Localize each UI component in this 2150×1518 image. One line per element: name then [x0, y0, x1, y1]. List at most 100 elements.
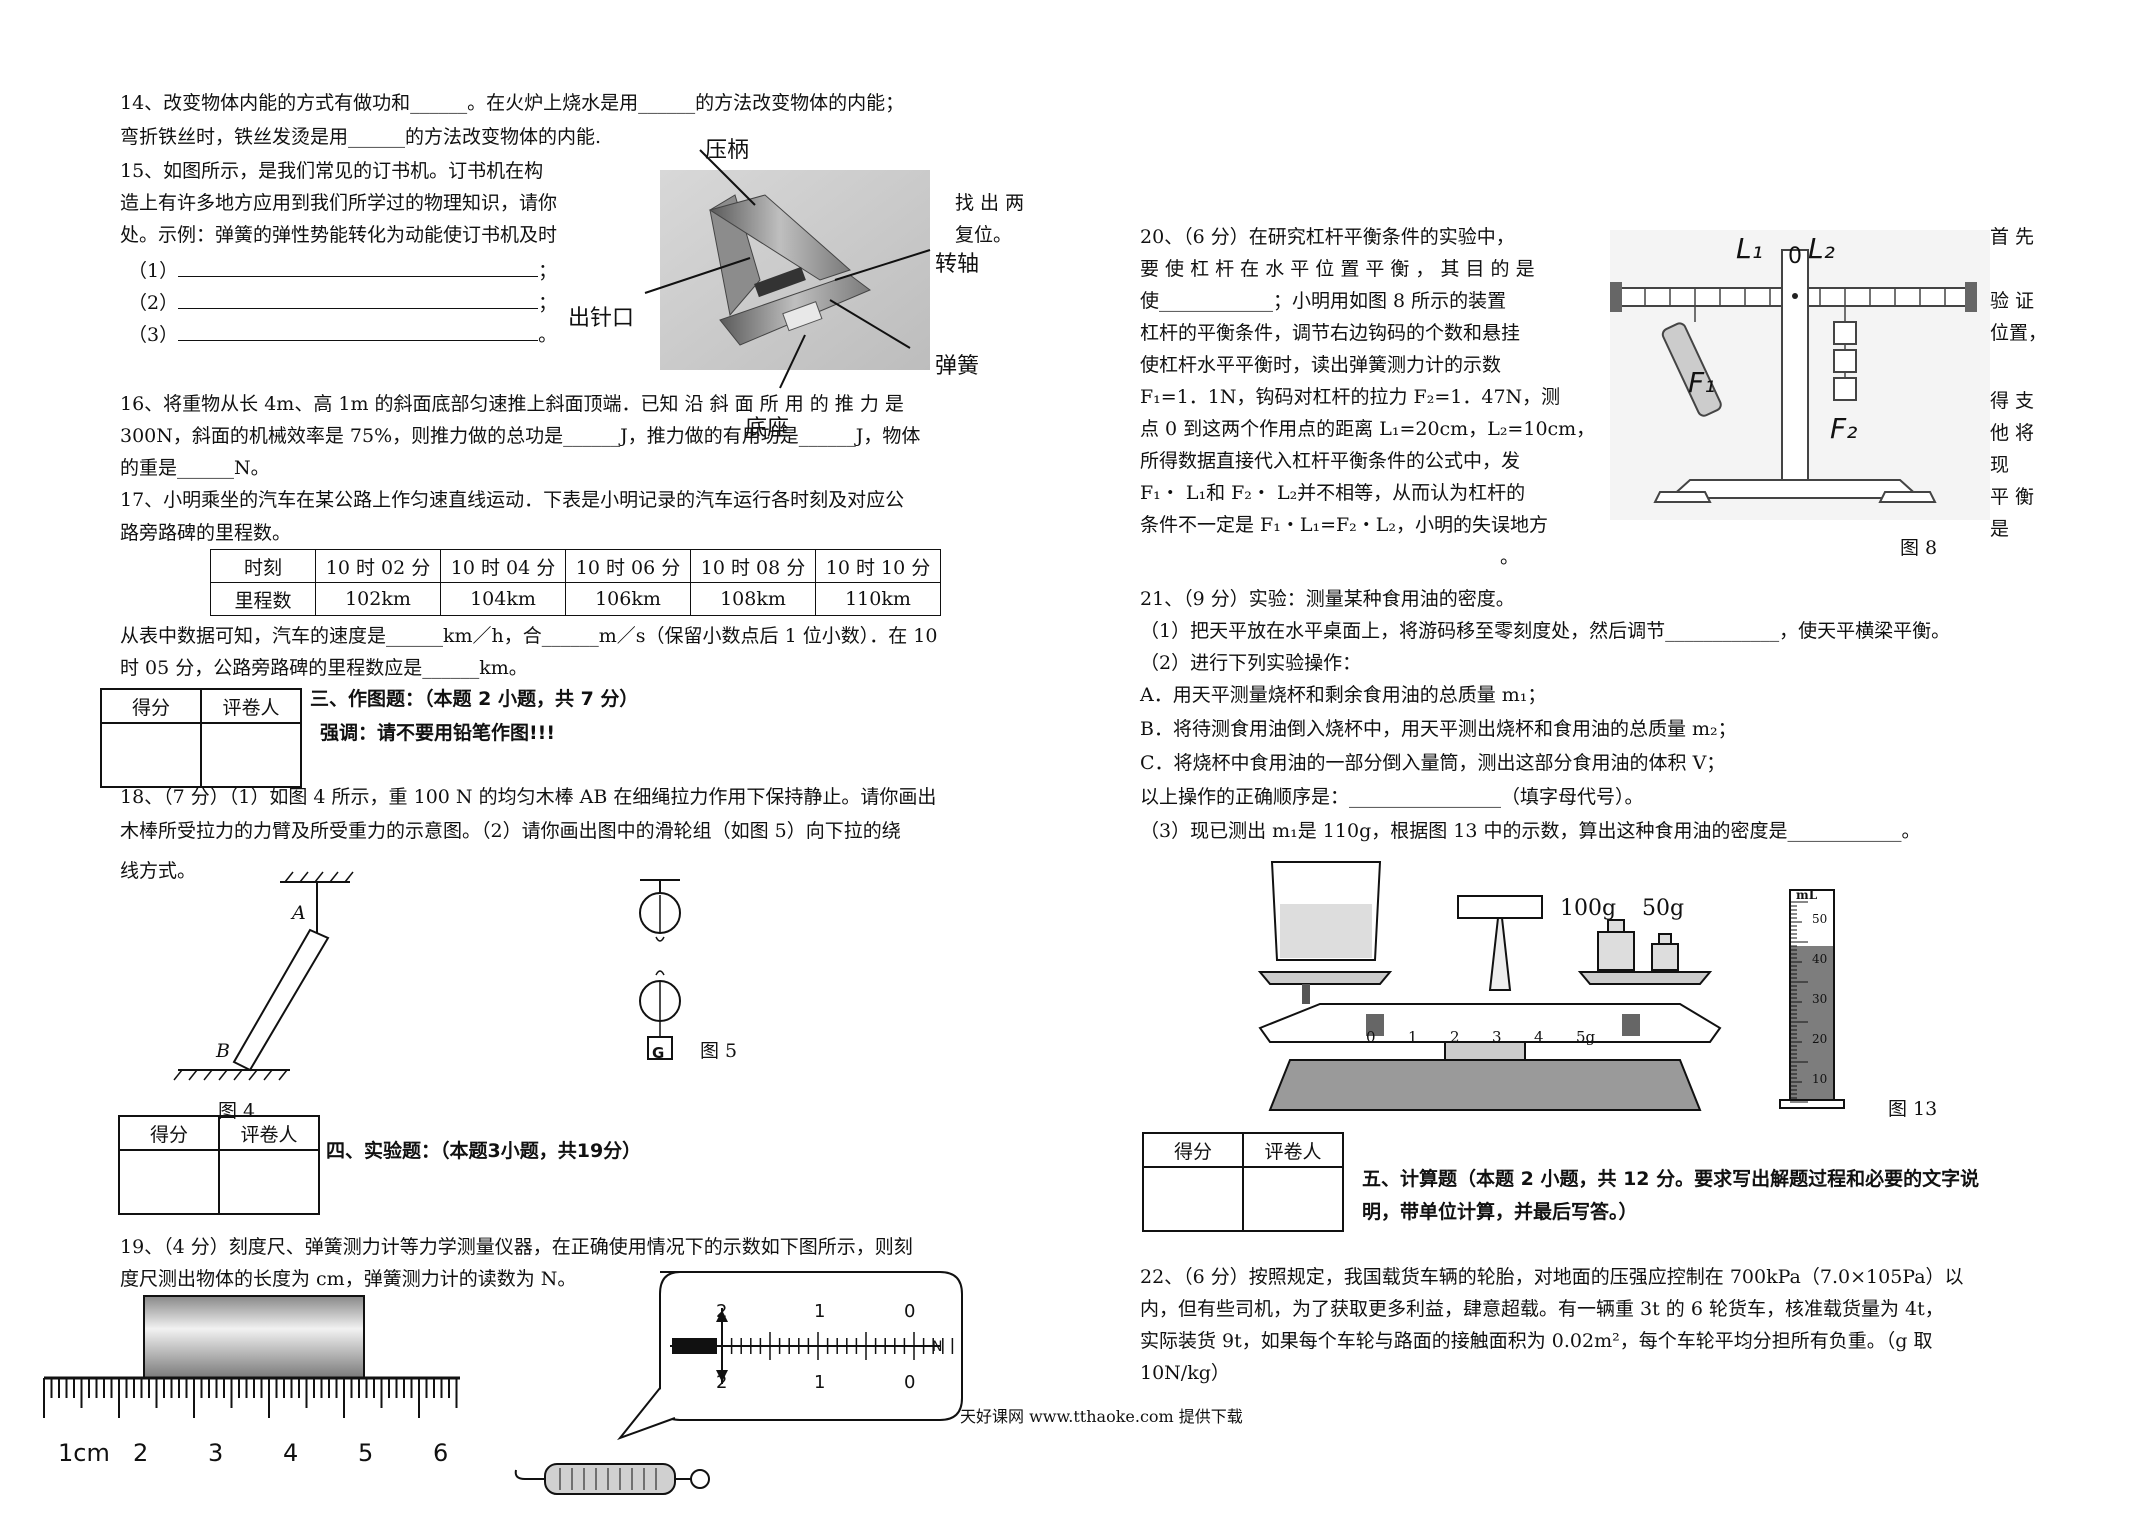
label-spring: 弹簧: [935, 354, 980, 379]
q20-right-5: 现: [1990, 454, 2010, 476]
meter-bottom-1: 1: [814, 1372, 826, 1393]
grader-cell[interactable]: [1242, 1166, 1344, 1232]
ruler-label-6: 6: [433, 1439, 449, 1467]
q15-item3: （3）。: [128, 320, 557, 350]
cyl-40: 40: [1812, 952, 1828, 966]
q22-line2: 内，但有些司机，为了获取更多利益，肆意超载。有一辆重 3t 的 6 轮货车，核准…: [1140, 1298, 1944, 1320]
q16-line3: 的重是______N。: [120, 457, 270, 479]
fig8-l1: L₁: [1736, 232, 1763, 265]
label-outlet: 出针口: [568, 306, 635, 331]
meter-bottom-0: 0: [904, 1372, 916, 1393]
table-cell: 102km: [315, 582, 441, 616]
q21-order: 以上操作的正确顺序是：________________（填字母代号）。: [1140, 786, 1644, 808]
q18-line1: 18、（7 分）（1）如图 4 所示，重 100 N 的均匀木棒 AB 在细绳拉…: [120, 786, 937, 808]
grader-label: 评卷人: [218, 1115, 320, 1151]
meter-top-1: 1: [814, 1301, 826, 1322]
table-header-row: 时刻 10 时 02 分 10 时 04 分 10 时 06 分 10 时 08…: [210, 549, 941, 583]
q18-line2: 木棒所受拉力的力臂及所受重力的示意图。（2）请你画出图中的滑轮组（如图 5）向下…: [120, 820, 901, 842]
grader-label: 评卷人: [1242, 1132, 1344, 1168]
q20-line6: F₁=1．1N，钩码对杠杆的拉力 F₂=1．47N，测: [1140, 386, 1561, 408]
fig8-lever-diagram: [1610, 230, 1990, 520]
q20-line3: 使____________；小明用如图 8 所示的装置: [1140, 290, 1507, 312]
score-cell[interactable]: [1142, 1166, 1244, 1232]
q14-line1: 14、改变物体内能的方式有做功和______。在火炉上烧水是用______的方法…: [120, 92, 905, 114]
label-base: 底座: [745, 416, 790, 441]
cyl-10: 10: [1812, 1072, 1828, 1086]
q15-right1: 找 出 两: [955, 192, 1025, 214]
sec4-title: 四、实验题：（本题3小题，共19分）: [326, 1140, 642, 1162]
q19-line2: 度尺测出物体的长度为 cm，弹簧测力计的读数为 N。: [120, 1268, 577, 1290]
graduated-cylinder: [1779, 889, 1845, 1109]
q21-line2: （1）把天平放在水平桌面上，将游码移至零刻度处，然后调节____________…: [1140, 620, 1951, 642]
q21-lineA: A．用天平测量烧杯和剩余食用油的总质量 m₁；: [1140, 684, 1547, 706]
score-label: 得分: [118, 1115, 220, 1151]
q20-line4: 杠杆的平衡条件，调节右边钩码的个数和悬挂: [1140, 322, 1521, 344]
cyl-30: 30: [1812, 992, 1828, 1006]
q18-line3: 线方式。: [120, 860, 197, 882]
fig8-zero: 0: [1788, 244, 1802, 269]
meter-top-2: 2: [716, 1301, 728, 1322]
table-cell: 106km: [565, 582, 691, 616]
score-label: 得分: [100, 688, 202, 724]
stapler-figure: [644, 149, 931, 389]
sec3-title: 三、作图题：（本题 2 小题，共 7 分）: [310, 688, 639, 710]
label-pivot: 转轴: [935, 252, 980, 277]
weight-50g: 50g: [1642, 896, 1685, 921]
q20-line7: 点 0 到这两个作用点的距离 L₁=20cm，L₂=10cm，: [1140, 418, 1596, 440]
q16-line1: 16、将重物从长 4m、高 1m 的斜面底部匀速推上斜面顶端．已知 沿 斜 面 …: [120, 393, 904, 415]
grader-cell[interactable]: [200, 722, 302, 788]
q21-line3: （2）进行下列实验操作：: [1140, 652, 1362, 674]
q20-line5: 使杠杆水平平衡时，读出弹簧测力计的示数: [1140, 354, 1502, 376]
q20-line8: 所得数据直接代入杠杆平衡条件的公式中，发: [1140, 450, 1521, 472]
fig4-point-b: B: [216, 1040, 230, 1062]
fig5-weight-g: G: [652, 1044, 665, 1062]
q22-line4: 10N/kg）: [1140, 1362, 1230, 1384]
score-box-sec3: 得分评卷人: [100, 688, 302, 788]
table-cell: 110km: [815, 582, 941, 616]
scale-5g: 5g: [1576, 1028, 1596, 1046]
q17-after2: 时 05 分，公路旁路碑的里程数应是______km。: [120, 657, 528, 679]
scale-3: 3: [1492, 1028, 1502, 1046]
q20-line1: 20、（6 分）在研究杠杆平衡条件的实验中，: [1140, 226, 1515, 248]
ruler-label-2: 2: [133, 1439, 149, 1467]
q21-lineC: C．将烧杯中食用油的一部分倒入量筒，测出这部分食用油的体积 V；: [1140, 752, 1726, 774]
fig8-l2: L₂: [1808, 232, 1835, 265]
fig13-balance-diagram: [1257, 861, 1722, 1111]
ruler-label-3: 3: [208, 1439, 224, 1467]
q21-line1: 21、（9 分）实验：测量某种食用油的密度。: [1140, 588, 1515, 610]
q20-right-1: 验 证: [1990, 290, 2035, 312]
fig8-f1: F₁: [1688, 366, 1716, 399]
q20-line10: 条件不一定是 F₁・L₁=F₂・L₂，小明的失误地方: [1140, 514, 1549, 536]
table-cell: 108km: [690, 582, 816, 616]
q15-line3: 处。示例：弹簧的弹性势能转化为动能使订书机及时: [120, 224, 558, 246]
table-row: 里程数 102km 104km 106km 108km 110km: [210, 582, 941, 616]
q16-line2: 300N，斜面的机械效率是 75%，则推力做的总功是______J，推力做的有用…: [120, 425, 921, 447]
ruler-label-5: 5: [358, 1439, 374, 1467]
meter-unit: N: [932, 1339, 943, 1355]
sec5-line2: 明，带单位计算，并最后写答。）: [1362, 1201, 1638, 1223]
table-cell: 10 时 10 分: [815, 549, 941, 583]
table-cell: 104km: [440, 582, 566, 616]
table-cell: 10 时 04 分: [440, 549, 566, 583]
q20-right-0: 首 先: [1990, 226, 2035, 248]
ruler-figure: [43, 1295, 460, 1418]
q15-right2: 复位。: [955, 224, 1013, 246]
score-label: 得分: [1142, 1132, 1244, 1168]
table-cell: 10 时 06 分: [565, 549, 691, 583]
watermark: 天好课网 www.tthaoke.com 提供下载: [960, 1407, 1243, 1426]
score-cell[interactable]: [118, 1149, 220, 1215]
fig4-point-a: A: [292, 902, 306, 924]
score-cell[interactable]: [100, 722, 202, 788]
fig4-rod-diagram: [173, 871, 354, 1081]
q15-item1: （1）；: [128, 256, 557, 286]
scale-4: 4: [1534, 1028, 1544, 1046]
q20-line2: 要 使 杠 杆 在 水 平 位 置 平 衡 ， 其 目 的 是: [1140, 258, 1535, 280]
score-box-sec4: 得分评卷人: [118, 1115, 320, 1215]
table-cell: 时刻: [210, 549, 316, 583]
q22-line1: 22、（6 分）按照规定，我国载货车辆的轮胎，对地面的压强应控制在 700kPa…: [1140, 1266, 1964, 1288]
q19-line1: 19、（4 分）刻度尺、弹簧测力计等力学测量仪器，在正确使用情况下的示数如下图所…: [120, 1236, 913, 1258]
q21-line4: （3）现已测出 m₁是 110g，根据图 13 中的示数，算出这种食用油的密度是…: [1140, 820, 1921, 842]
grader-cell[interactable]: [218, 1149, 320, 1215]
meter-top-0: 0: [904, 1301, 916, 1322]
q15-line2: 造上有许多地方应用到我们所学过的物理知识，请你: [120, 192, 558, 214]
